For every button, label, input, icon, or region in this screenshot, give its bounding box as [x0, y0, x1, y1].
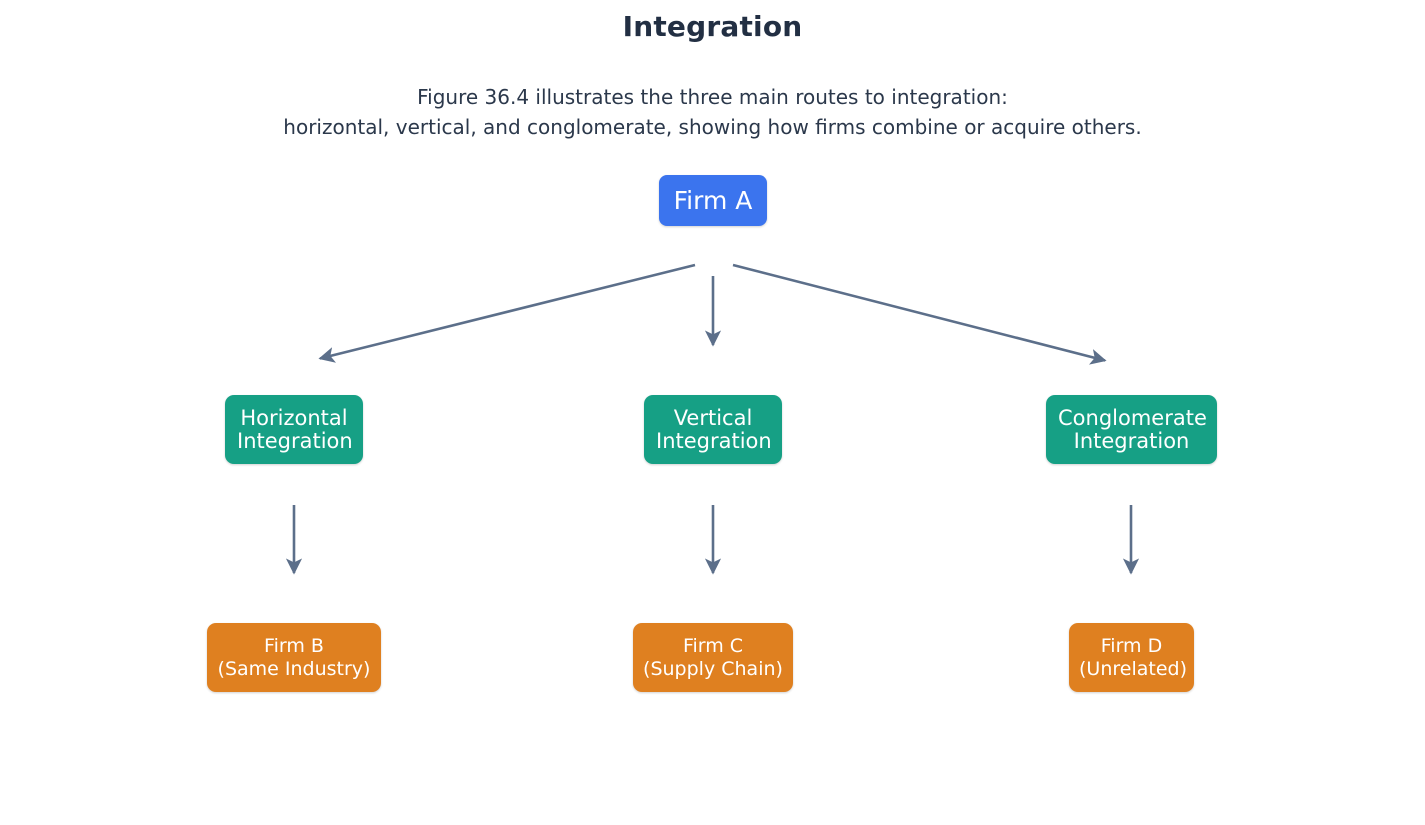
connector-root-to-conglomerate	[732, 263, 1107, 365]
node-firm-c[interactable]: Firm C (Supply Chain)	[633, 623, 793, 692]
node-horizontal-integration-label: Horizontal Integration	[237, 405, 353, 453]
node-conglomerate-integration-label: Conglomerate Integration	[1058, 405, 1207, 453]
node-firm-a[interactable]: Firm A	[659, 175, 767, 226]
node-firm-b-label: Firm B (Same Industry)	[217, 634, 371, 680]
page-title: Integration	[622, 10, 803, 43]
node-firm-c-label: Firm C (Supply Chain)	[643, 634, 783, 680]
node-firm-b[interactable]: Firm B (Same Industry)	[207, 623, 381, 692]
connector-root-to-horizontal	[318, 263, 696, 363]
node-horizontal-integration[interactable]: Horizontal Integration	[225, 395, 363, 464]
node-conglomerate-integration[interactable]: Conglomerate Integration	[1046, 395, 1217, 464]
node-firm-d[interactable]: Firm D (Unrelated)	[1069, 623, 1194, 692]
node-firm-d-label: Firm D (Unrelated)	[1079, 634, 1187, 680]
node-vertical-integration-label: Vertical Integration	[656, 405, 772, 453]
node-firm-a-label: Firm A	[673, 185, 753, 215]
page-subtitle: Figure 36.4 illustrates the three main r…	[283, 85, 1142, 139]
node-vertical-integration[interactable]: Vertical Integration	[644, 395, 782, 464]
